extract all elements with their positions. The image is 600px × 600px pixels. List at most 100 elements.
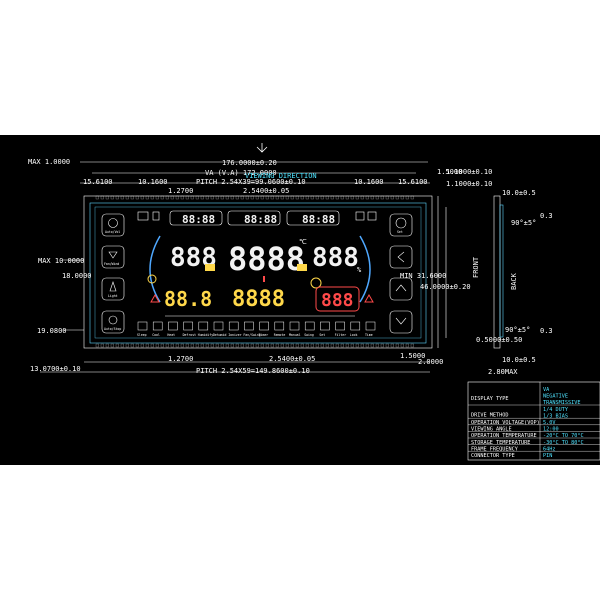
pin	[200, 343, 204, 348]
dim-b-1-5: 1.5000	[400, 352, 425, 360]
pin	[235, 195, 239, 200]
small-digits-left: 88.8	[164, 287, 212, 311]
pin	[340, 343, 344, 348]
dim-inner-r: 10.1600	[354, 178, 384, 186]
dim-max-left: MAX 1.0000	[28, 158, 70, 166]
pin	[150, 343, 154, 348]
up-button[interactable]	[389, 245, 413, 269]
pin	[120, 343, 124, 348]
dim-inner-l: 10.1600	[138, 178, 168, 186]
pin	[400, 343, 404, 348]
dim-pitch-top: PITCH 2.54X39=99.0600±0.10	[196, 178, 306, 186]
warning-icon-left	[150, 293, 160, 303]
pin	[225, 343, 229, 348]
bottom-icon	[259, 321, 269, 331]
clock-value-1: 88:88	[182, 213, 215, 226]
pin	[370, 195, 374, 200]
pin	[230, 343, 234, 348]
alarm-icon	[367, 211, 377, 221]
dim-right-15-6: 15.6100	[398, 178, 428, 186]
fan-icon	[108, 251, 118, 259]
light-button[interactable]	[101, 277, 125, 301]
pin	[260, 195, 264, 200]
pin	[370, 343, 374, 348]
pin	[395, 195, 399, 200]
pin	[390, 343, 394, 348]
pin	[125, 343, 129, 348]
pin	[155, 343, 159, 348]
pin	[125, 195, 129, 200]
dim-max-height: MAX 10.0000	[38, 257, 84, 265]
pin	[160, 343, 164, 348]
spec-value: 12:00	[543, 427, 559, 433]
pin	[410, 343, 414, 348]
dim-viewing-direction: VIEWING DIRECTION	[245, 172, 317, 180]
chevron-down-icon	[395, 317, 407, 325]
bottom-icon	[198, 321, 209, 331]
filter-icon	[355, 211, 365, 221]
pin	[250, 195, 254, 200]
dim-0-3b: 0.3	[540, 327, 553, 335]
pin	[410, 195, 414, 200]
pin	[240, 343, 244, 348]
pin	[210, 343, 214, 348]
pin	[340, 195, 344, 200]
bottom-icon-label: Cool	[152, 333, 160, 337]
pin	[375, 195, 379, 200]
pin	[355, 195, 359, 200]
pin	[115, 343, 119, 348]
pin	[235, 343, 239, 348]
dim-b-1-27: 1.2700	[168, 355, 193, 363]
pin	[145, 195, 149, 200]
big-digits-right: 888	[312, 243, 359, 273]
spec-table-frame	[467, 381, 600, 461]
lock-icon	[152, 211, 160, 221]
pin	[285, 343, 289, 348]
pin	[270, 195, 274, 200]
pin	[350, 195, 354, 200]
pin	[285, 195, 289, 200]
top-status-row: 88:88 88:88 88:88	[137, 210, 377, 226]
dim-left-15-6: 15.6100	[83, 178, 113, 186]
bottom-icon-label: Defrost	[183, 333, 197, 337]
small-digits-right: 888	[321, 290, 354, 311]
pin-row-top	[95, 195, 414, 200]
clock-display-1	[169, 210, 223, 226]
down-button[interactable]	[389, 277, 413, 301]
pin	[310, 343, 314, 348]
big-digits-mid: 8888	[228, 240, 305, 278]
bottom-icon-label: Remote	[274, 333, 286, 337]
pin	[190, 343, 194, 348]
pin	[325, 343, 329, 348]
pin	[290, 195, 294, 200]
chevron-up-icon	[395, 284, 407, 292]
pin	[345, 343, 349, 348]
right-arc	[359, 235, 371, 303]
auto-stop-button[interactable]	[101, 310, 125, 334]
clock-display-3	[286, 210, 340, 226]
exit-button[interactable]	[389, 310, 413, 334]
pin	[185, 343, 189, 348]
fan-wind-button[interactable]	[101, 245, 125, 269]
pin	[180, 343, 184, 348]
bottom-icon-label: Time	[365, 333, 373, 337]
bottom-icon	[289, 321, 300, 331]
auto-vol-button[interactable]	[101, 213, 125, 237]
bottom-icon-label: Humidify	[198, 333, 213, 337]
bottom-icon	[365, 321, 376, 331]
bottom-icon	[168, 321, 178, 331]
set-button[interactable]	[389, 213, 413, 237]
pin	[110, 195, 114, 200]
pin	[185, 195, 189, 200]
pin	[280, 343, 284, 348]
light-label: Light	[108, 294, 118, 298]
pin	[105, 343, 109, 348]
pv-badge-left	[205, 264, 215, 271]
pin	[230, 195, 234, 200]
pin	[220, 343, 224, 348]
pin	[365, 195, 369, 200]
pin	[175, 195, 179, 200]
pin	[195, 195, 199, 200]
spec-rows: DISPLAY TYPEVANEGATIVETRANSMISSIVEDRIVE …	[468, 387, 600, 459]
pin	[385, 343, 389, 348]
